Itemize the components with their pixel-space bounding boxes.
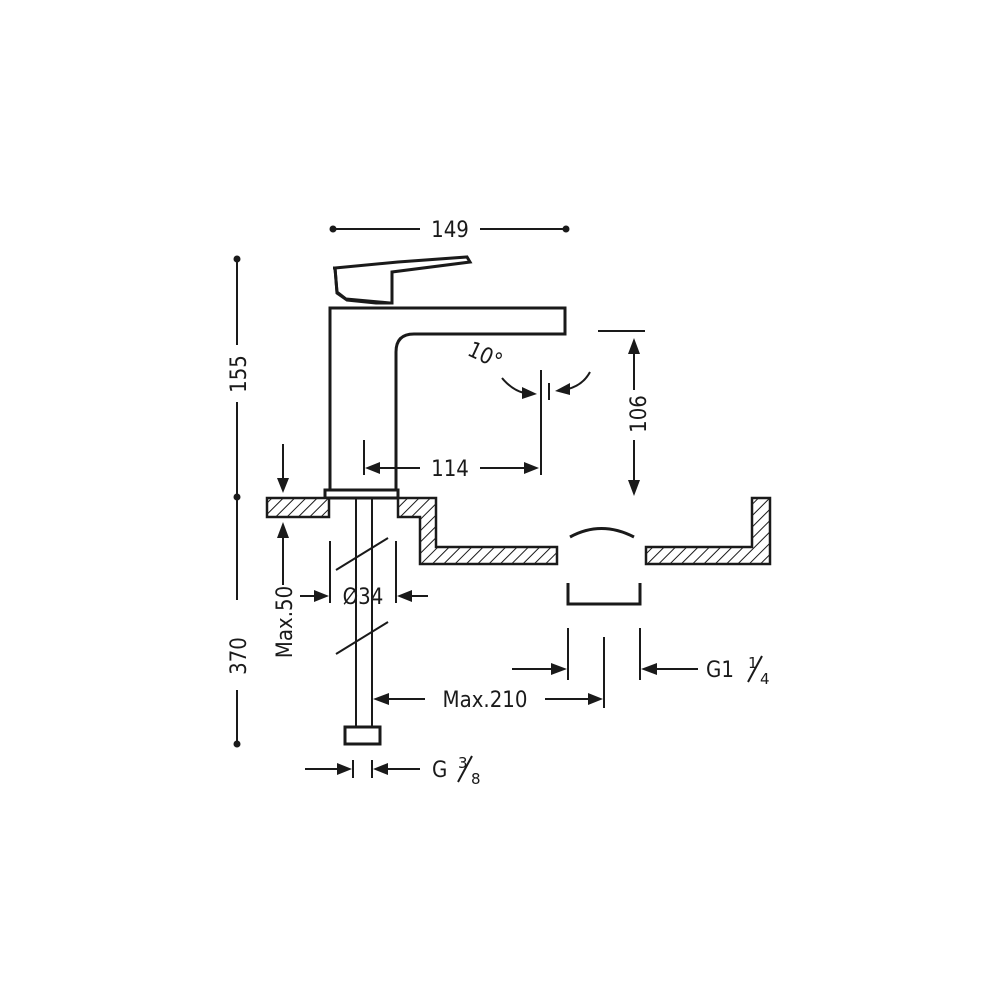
dimension-spout-106: 106: [598, 330, 652, 496]
label-supply-thread: G: [432, 758, 447, 783]
faucet-body: [323, 255, 567, 500]
dimension-drain-thread: G1 1 4: [512, 628, 770, 688]
label-width-149: 149: [431, 218, 469, 243]
faucet-spout: [328, 306, 567, 492]
label-height-370: 370: [227, 637, 252, 675]
label-drain-thread: G1: [706, 658, 734, 683]
label-drain-frac-num: 1: [748, 654, 758, 672]
label-max-210: Max.210: [443, 688, 528, 713]
drain-body: [566, 583, 642, 606]
basin-section: [265, 496, 772, 606]
dimension-diameter-34: Ø34: [300, 541, 428, 610]
label-supply-frac-num: 3: [458, 754, 468, 772]
faucet-base-flange: [323, 488, 400, 500]
label-supply-frac-den: 8: [471, 770, 481, 788]
drain-plug: [569, 527, 635, 539]
label-drain-frac-den: 4: [760, 670, 770, 688]
label-angle-10: 10°: [464, 337, 506, 374]
dimension-max-50: Max.50: [273, 444, 298, 658]
countertop-left: [265, 496, 331, 519]
supply-hose: [335, 498, 389, 746]
dimension-supply-thread: G 3 8: [305, 754, 481, 788]
dimension-max-210: Max.210: [373, 637, 605, 713]
label-diameter-34: Ø34: [343, 585, 384, 610]
dimension-angle-10: 10°: [464, 337, 591, 400]
dimension-height-left: 155 370: [227, 255, 252, 748]
hose-connector: [343, 725, 382, 746]
basin-wall-right: [644, 496, 772, 566]
label-reach-114: 114: [431, 457, 469, 482]
dimension-width-149: 149: [329, 218, 570, 243]
faucet-handle: [333, 255, 473, 305]
label-height-155: 155: [227, 355, 252, 393]
basin-wall-left: [396, 496, 559, 566]
dimension-reach-114: 114: [363, 370, 542, 482]
label-max-50: Max.50: [273, 586, 298, 658]
label-spout-106: 106: [627, 395, 652, 433]
